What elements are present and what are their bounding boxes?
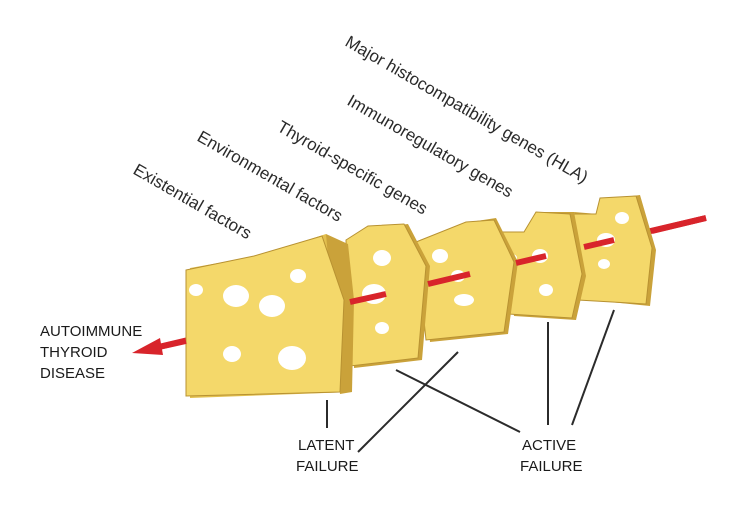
latent-line-1: LATENT bbox=[298, 437, 354, 454]
active-connector-3 bbox=[571, 309, 615, 426]
cheese-slice-existential bbox=[185, 234, 354, 398]
active-line-2: FAILURE bbox=[520, 458, 583, 475]
cheese-slice-environmental bbox=[345, 223, 430, 368]
active-failure-label: ACTIVE FAILURE bbox=[520, 437, 583, 475]
cheese-slice-immunoregulatory bbox=[495, 211, 586, 320]
cheese-slice-hla bbox=[569, 195, 656, 306]
active-line-1: ACTIVE bbox=[522, 437, 576, 454]
trajectory-arrow-front bbox=[132, 215, 707, 355]
latent-failure-label: LATENT FAILURE bbox=[296, 437, 359, 475]
outcome-line-1: AUTOIMMUNE bbox=[40, 323, 142, 340]
failure-connectors bbox=[326, 309, 615, 453]
latent-line-2: FAILURE bbox=[296, 458, 359, 475]
outcome-label: AUTOIMMUNE THYROID DISEASE bbox=[40, 323, 142, 382]
latent-connector-2 bbox=[357, 351, 459, 453]
outcome-line-2: THYROID bbox=[40, 344, 108, 361]
active-connector-1 bbox=[395, 369, 521, 433]
arrow-head-icon bbox=[132, 338, 163, 355]
label-existential-factors: Existential factors bbox=[130, 160, 255, 243]
cheese-slice-thyroid bbox=[415, 218, 518, 342]
outcome-line-3: DISEASE bbox=[40, 365, 105, 382]
